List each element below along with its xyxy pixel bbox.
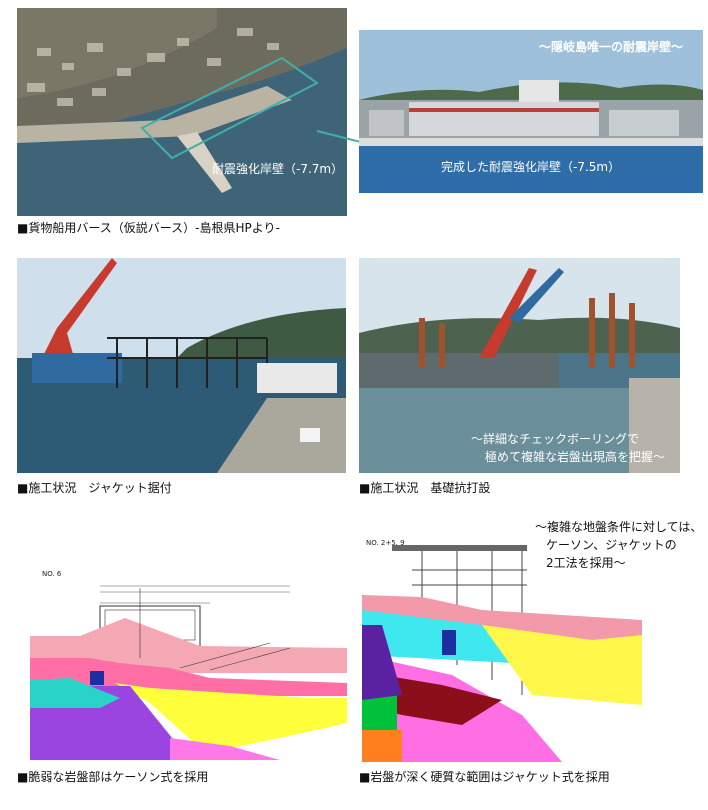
pile-driving-photo: ～詳細なチェックボーリングで 極めて複雑な岩盤出現高を把握～ xyxy=(359,258,680,473)
jacket-section-drawing: NO. 2+5. 9 xyxy=(362,525,642,762)
middle-left-caption: ■施工状況 ジャケット据付 xyxy=(17,481,172,495)
headline-text: ～隠岐島唯一の耐震岸壁～ xyxy=(539,40,684,54)
left-section-number: NO. 6 xyxy=(42,570,62,578)
aerial-quay-label: 耐震強化岸壁（-7.7m） xyxy=(212,162,344,176)
completed-quay-photo: ～隠岐島唯一の耐震岸壁～ 完成した耐震強化岸壁（-7.5m） xyxy=(359,30,703,193)
bottom-right-caption: ■岩盤が深く硬質な範囲はジャケット式を採用 xyxy=(359,770,610,784)
method-note-line3: 2工法を採用～ xyxy=(546,556,626,570)
boring-note-line2: 極めて複雑な岩盤出現高を把握～ xyxy=(485,450,666,464)
jacket-installation-photo xyxy=(17,258,346,473)
completed-quay-label: 完成した耐震強化岸壁（-7.5m） xyxy=(441,160,621,174)
top-caption: ■貨物船用バース（仮説バース）-島根県HPより- xyxy=(17,221,280,235)
bottom-left-caption: ■脆弱な岩盤部はケーソン式を採用 xyxy=(17,770,209,784)
caisson-section-drawing: NO. 6 xyxy=(30,548,347,760)
method-note-line1: ～複雑な地盤条件に対しては、 xyxy=(535,520,703,534)
boring-note-line1: ～詳細なチェックボーリングで xyxy=(471,432,640,446)
method-note-line2: ケーソン、ジャケットの xyxy=(546,538,677,552)
aerial-photo: 耐震強化岸壁（-7.7m） xyxy=(17,8,347,216)
right-section-number: NO. 2+5. 9 xyxy=(366,539,405,547)
middle-right-caption: ■施工状況 基礎抗打設 xyxy=(359,481,491,495)
